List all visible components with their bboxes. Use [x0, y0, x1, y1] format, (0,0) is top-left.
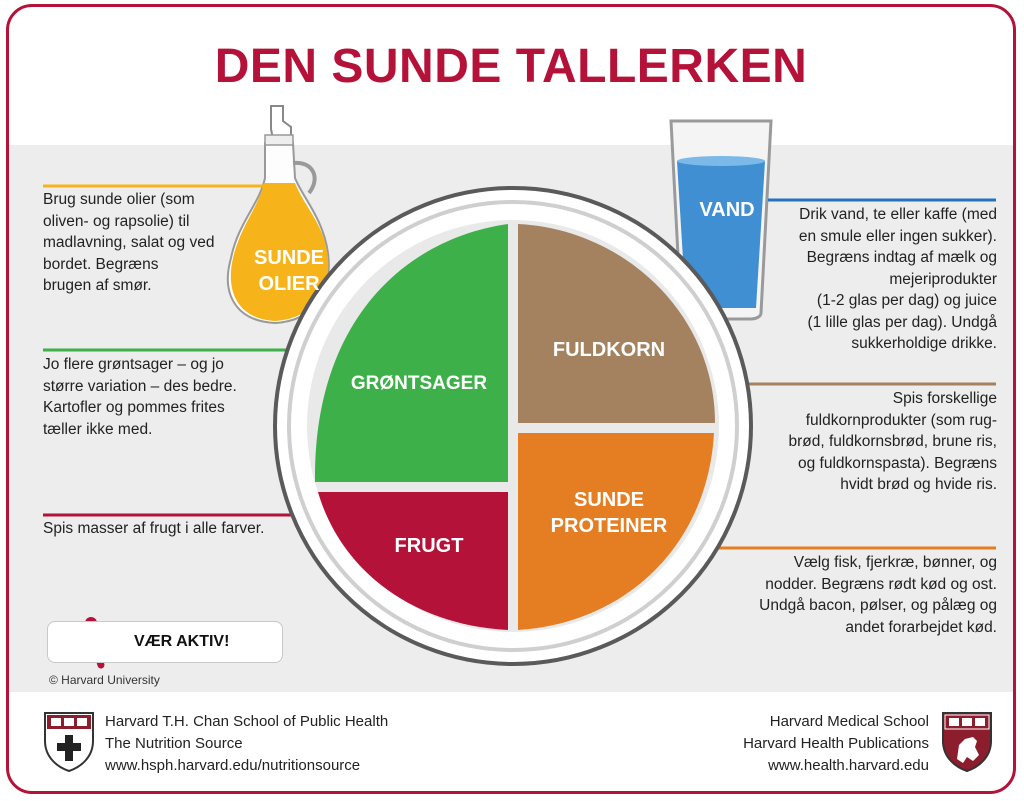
- water-text: Drik vand, te eller kaffe (med en smule …: [798, 206, 997, 352]
- protein-text: Vælg fisk, fjerkræ, bønner, og nodder. B…: [759, 554, 997, 636]
- fruit-section: [318, 492, 508, 630]
- footer-left-text: Harvard T.H. Chan School of Public Healt…: [105, 713, 389, 774]
- copyright-text: © Harvard University: [49, 673, 160, 687]
- vegetables-section: [314, 224, 508, 482]
- vegetables-text: Jo flere grøntsager – og jo større varia…: [43, 356, 237, 438]
- footer-right-text: Harvard Medical School Harvard Health Pu…: [743, 713, 929, 774]
- hms-shield-icon: [942, 712, 992, 773]
- poster-frame: DEN SUNDE TALLERKEN: [6, 4, 1016, 794]
- hsph-shield-icon: [44, 712, 94, 773]
- protein-label: SUNDE PROTEINER: [550, 489, 668, 537]
- fruit-label: FRUGT: [394, 535, 464, 557]
- grains-section: [518, 224, 715, 423]
- protein-section: [518, 433, 714, 630]
- active-label: VÆR AKTIV!: [134, 633, 230, 650]
- oils-label: SUNDE OLIER: [253, 247, 324, 295]
- plate-diagram: [43, 105, 996, 669]
- plate-icon: [273, 186, 753, 666]
- water-label: VAND: [699, 199, 755, 221]
- oil-bottle-icon: [226, 105, 330, 325]
- active-badge: VÆR AKTIV!: [47, 621, 283, 663]
- fruit-text: Spis masser af frugt i alle farver.: [43, 520, 265, 537]
- grains-label: FULDKORN: [552, 339, 666, 361]
- grains-text: Spis forskellige fuldkornprodukter (som …: [788, 390, 997, 493]
- water-glass-icon: [669, 119, 773, 321]
- page-title: DEN SUNDE TALLERKEN: [214, 40, 808, 93]
- vegetables-label: GRØNTSAGER: [350, 373, 488, 394]
- oils-text: Brug sunde olier (som oliven- og rapsoli…: [43, 191, 215, 294]
